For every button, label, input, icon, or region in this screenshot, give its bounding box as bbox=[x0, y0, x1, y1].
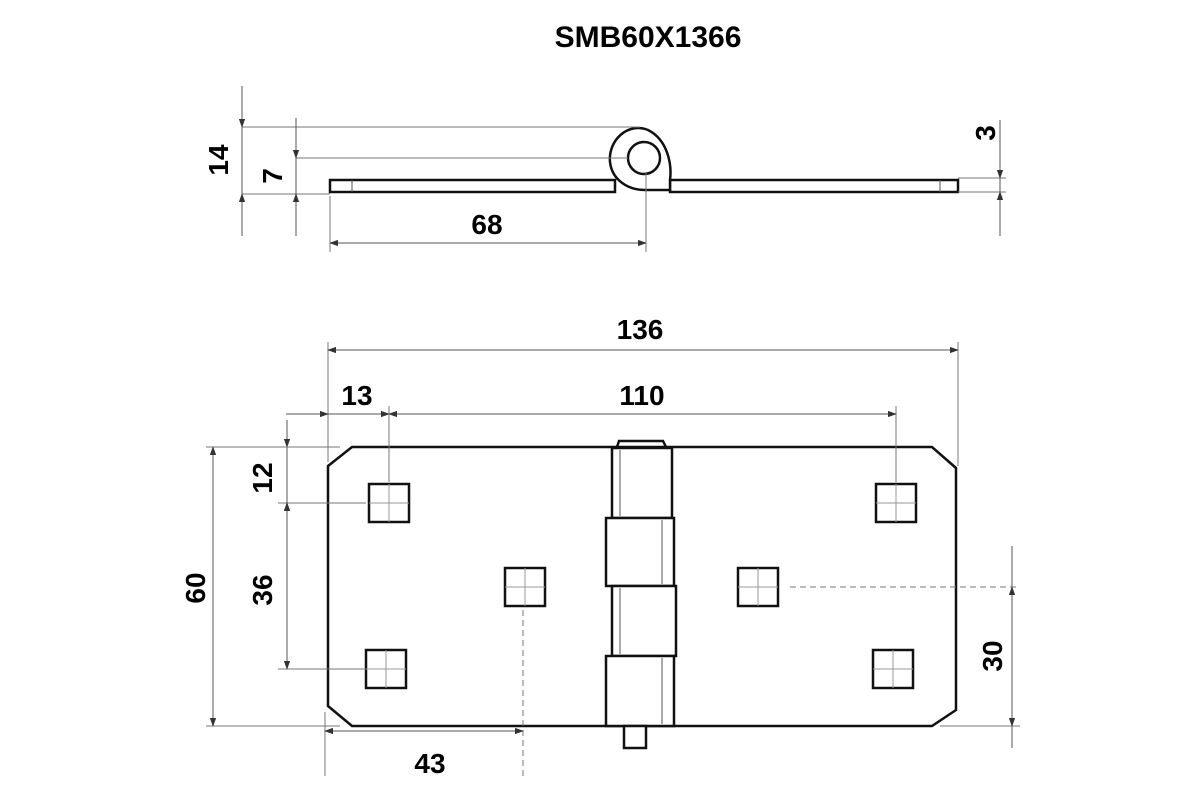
dim-overall-width: 60 bbox=[180, 572, 211, 603]
knuckle-segment-1 bbox=[610, 446, 674, 520]
mounting-hole-top-left bbox=[367, 482, 411, 524]
dim-leaf-to-pin: 68 bbox=[471, 209, 502, 240]
mounting-hole-center-left bbox=[503, 566, 547, 608]
pin-bottom-stub bbox=[622, 724, 648, 750]
side-left-leaf bbox=[328, 178, 617, 194]
dim-edge-to-hole: 13 bbox=[341, 380, 372, 411]
dim-center-hole-height: 30 bbox=[977, 640, 1008, 671]
dim-overall-length: 136 bbox=[617, 314, 664, 345]
dim-hole-spacing-outer: 110 bbox=[619, 380, 664, 411]
knuckle-segment-4 bbox=[604, 654, 676, 728]
pin-hole bbox=[626, 140, 662, 176]
knuckle-segment-2 bbox=[604, 516, 676, 588]
dim-edge-to-center-hole: 43 bbox=[414, 748, 445, 779]
mounting-hole-center-right bbox=[736, 566, 780, 608]
top-view: 136 13 110 12 36 60 30 43 bbox=[180, 314, 1020, 779]
hinge-plate-outline bbox=[326, 445, 958, 728]
mounting-hole-bottom-left bbox=[364, 648, 408, 690]
dim-pin-center-height: 7 bbox=[257, 168, 288, 184]
side-view: 14 7 3 68 bbox=[203, 86, 1006, 252]
dim-height-total: 14 bbox=[203, 144, 234, 176]
dim-top-to-hole: 12 bbox=[247, 462, 278, 493]
pin-top-stub bbox=[615, 439, 669, 449]
knuckle-segment-3 bbox=[610, 584, 678, 658]
mounting-hole-bottom-right bbox=[871, 648, 915, 690]
dim-hole-spacing-vertical: 36 bbox=[247, 574, 278, 605]
drawing-title: SMB60X1366 bbox=[555, 21, 742, 54]
mounting-hole-top-right bbox=[874, 482, 918, 524]
dim-thickness: 3 bbox=[970, 125, 1001, 141]
side-right-leaf bbox=[668, 178, 960, 194]
